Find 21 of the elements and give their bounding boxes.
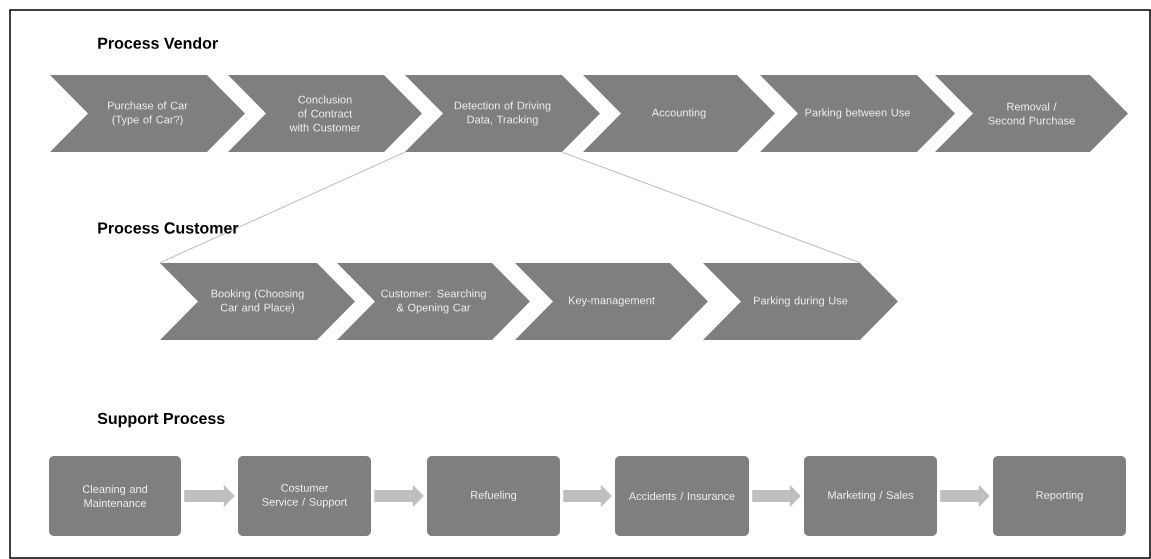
- process-step: Conclusion of Contract with Customer: [228, 75, 422, 152]
- section-heading: Support Process: [97, 412, 225, 428]
- process-box: Accidents / Insurance: [615, 456, 749, 536]
- process-step: Accounting: [583, 75, 775, 152]
- process-box: Reporting: [993, 456, 1126, 536]
- section-heading: Process Vendor: [98, 37, 218, 49]
- process-step: Booking (Choosing Car and Place): [160, 263, 355, 340]
- process-step: Parking during Use: [703, 263, 898, 340]
- zoom-line: [561, 151, 861, 264]
- section-heading: Process Customer: [98, 222, 239, 234]
- process-step: Parking between Use: [760, 75, 955, 152]
- process-box: Refueling: [427, 456, 560, 536]
- zoom-line: [159, 151, 406, 264]
- process-step: Detection of Driving Data, Tracking: [405, 75, 600, 152]
- process-box: Cleaning and Maintenance: [49, 456, 181, 536]
- process-box: Costumer Service / Support: [238, 456, 371, 536]
- process-step: Removal / Second Purchase: [935, 75, 1128, 152]
- process-step: Purchase of Car (Type of Car?): [50, 75, 245, 152]
- process-step: Key-management: [515, 263, 708, 340]
- process-step: Customer: Searching & Opening Car: [337, 263, 530, 340]
- process-box: Marketing / Sales: [804, 456, 937, 536]
